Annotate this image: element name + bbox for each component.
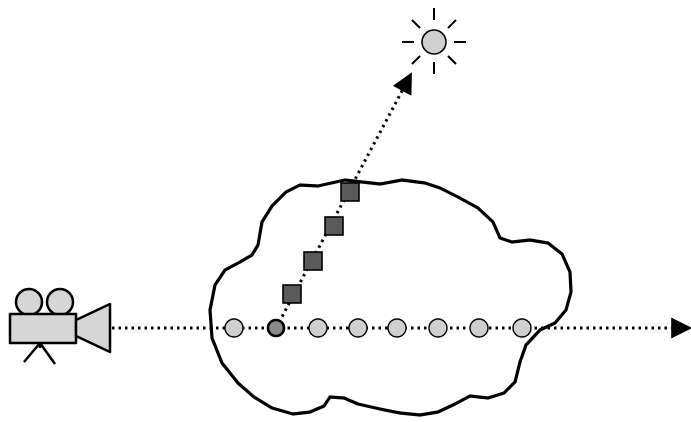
view-sample-point [224, 318, 244, 338]
shadow-sample-square [282, 284, 302, 304]
highlighted-sample-point [266, 318, 286, 338]
movie-camera-icon [8, 287, 112, 365]
view-sample-point [348, 318, 368, 338]
shadow-sample-square [340, 182, 360, 202]
view-sample-point [387, 318, 407, 338]
view-sample-point [428, 318, 448, 338]
view-ray-samples [224, 318, 532, 338]
view-sample-point [512, 318, 532, 338]
light-ray-samples [282, 182, 360, 304]
view-sample-point [308, 318, 328, 338]
volume-cloud-outline [208, 178, 573, 417]
shadow-sample-square [324, 216, 344, 236]
view-sample-point [469, 318, 489, 338]
sun-light-source-icon [402, 8, 466, 74]
shadow-sample-square [303, 251, 323, 271]
